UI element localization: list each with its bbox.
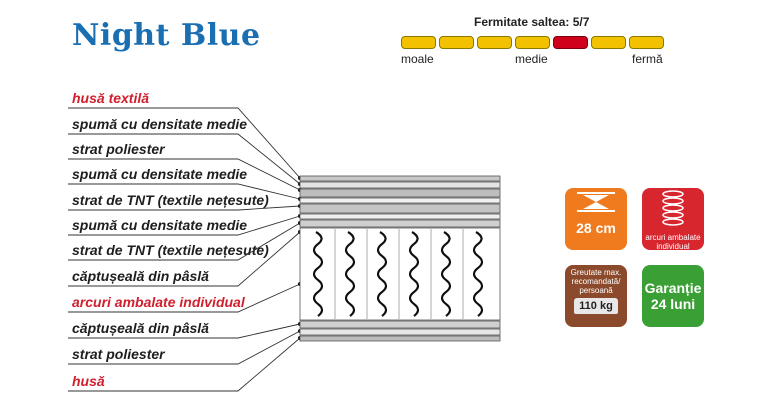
layer-label: husă [72,373,105,389]
spring-coil [408,231,420,317]
layer-label: strat poliester [72,141,165,157]
spring-coil [440,231,452,317]
height-value: 28 cm [576,220,616,236]
product-title: Night Blue [72,18,261,53]
spring-core [299,227,501,321]
leader-line [68,222,301,261]
leader-lines [68,107,302,392]
springs-badge: arcuri ambalate individual [642,188,704,251]
layer-label: spumă cu densitate medie [72,116,248,132]
weight-badge: Greutate max. recomandată/ persoană 110 … [565,265,627,327]
layer-label: strat de TNT (textile nețesute) [72,192,269,208]
spring-coil [376,231,388,317]
leader-line [68,205,301,211]
warranty-badge: Garanție 24 luni [642,265,704,327]
leader-line [68,158,301,191]
layer-label: strat poliester [72,346,165,362]
weight-value: 110 kg [579,300,613,312]
leader-line [68,323,301,339]
leader-line [68,133,301,185]
firmness-scale-soft-label: moale [401,52,434,66]
firmness-scale-firm-label: fermă [632,52,663,66]
layer-label: spumă cu densitate medie [72,166,248,182]
firmness-segment [553,36,588,49]
firmness-segment [515,36,550,49]
spring-coil [312,231,324,317]
leader-line [68,283,301,313]
leader-line [68,337,301,392]
springs-text: arcuri ambalate individual [645,233,701,251]
spring-coil [344,231,356,317]
leader-line [68,215,301,236]
layer-label: arcuri ambalate individual [72,294,245,310]
layer-label: căptușeală din pâslă [72,268,209,284]
mattress-top-layers [299,175,501,228]
spring-coil [472,231,484,317]
firmness-label: Fermitate saltea: 5/7 [474,15,590,29]
layer-label: husă textilă [72,90,150,106]
firmness-segment [477,36,512,49]
firmness-segment [629,36,664,49]
leader-line [68,107,301,179]
height-badge: 28 cm [565,188,627,250]
firmness-scale [401,36,665,50]
warranty-line1: Garanție [644,280,702,296]
layer-label: căptușeală din pâslă [72,320,209,336]
height-arrows-icon [577,192,615,212]
layer-label: spumă cu densitate medie [72,217,248,233]
weight-icon: 110 kg [574,298,618,314]
warranty-line2: 24 luni [650,296,696,312]
spring-icon [662,190,684,226]
leader-line [68,183,301,200]
firmness-segment [591,36,626,49]
leader-line [68,330,301,365]
mattress-bottom-layers [299,320,501,342]
weight-text: Greutate max. recomandată/ persoană [570,268,622,295]
layer-label: strat de TNT (textile nețesute) [72,242,269,258]
firmness-segment [401,36,436,49]
firmness-scale-medium-label: medie [515,52,548,66]
leader-line [68,231,301,287]
firmness-segment [439,36,474,49]
